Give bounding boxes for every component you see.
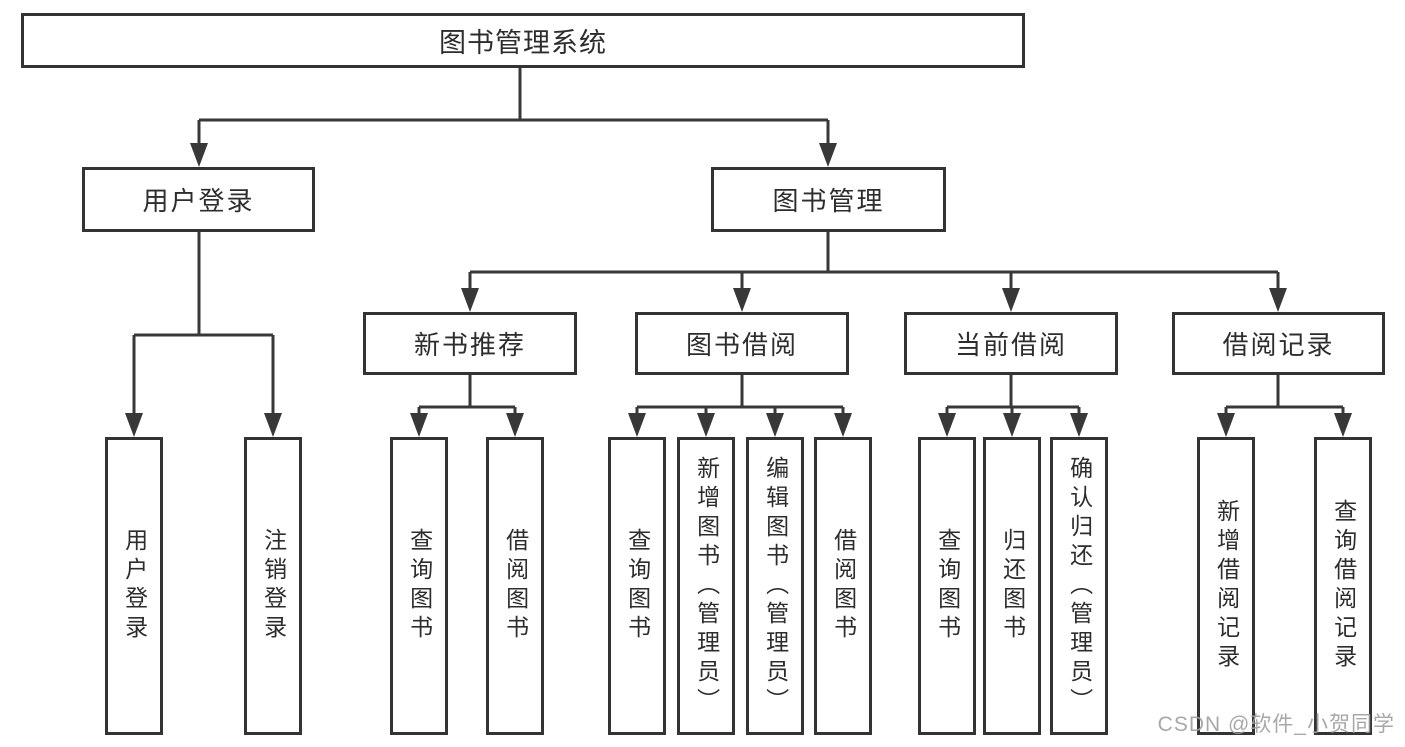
- leaf-label: 归还图书: [999, 528, 1026, 644]
- node-new-book-recommendation: 新书推荐: [363, 312, 577, 375]
- leaf-label: 查询借阅记录: [1330, 499, 1357, 673]
- leaf-label: 查询图书: [406, 528, 433, 644]
- leaf-label: 借阅图书: [502, 528, 529, 644]
- node-borrowing-records: 借阅记录: [1172, 312, 1385, 375]
- leaf-label: 用户登录: [121, 528, 148, 644]
- node-leaf-logout: 注销登录: [244, 437, 302, 735]
- leaf-label: 查询图书: [624, 528, 651, 644]
- node-leaf-query-books-current: 查询图书: [918, 437, 976, 735]
- node-leaf-edit-book-admin: 编辑图书（管理员）: [746, 437, 804, 735]
- leaf-label: 新增图书（管理员）: [693, 455, 720, 717]
- node-leaf-query-borrow-record: 查询借阅记录: [1314, 437, 1372, 735]
- node-current-borrowing: 当前借阅: [904, 312, 1118, 375]
- leaf-label: 查询图书: [934, 528, 961, 644]
- leaf-label: 注销登录: [260, 528, 287, 644]
- node-leaf-user-login: 用户登录: [105, 437, 163, 735]
- node-leaf-query-books-recommend: 查询图书: [390, 437, 448, 735]
- watermark: CSDN @软件_小贺同学: [1157, 713, 1395, 736]
- node-leaf-borrow-books: 借阅图书: [814, 437, 872, 735]
- node-leaf-query-books-borrow: 查询图书: [608, 437, 666, 735]
- node-leaf-add-borrow-record: 新增借阅记录: [1197, 437, 1255, 735]
- node-leaf-return-book: 归还图书: [983, 437, 1041, 735]
- node-leaf-confirm-return-admin: 确认归还（管理员）: [1050, 437, 1108, 735]
- node-leaf-add-book-admin: 新增图书（管理员）: [677, 437, 735, 735]
- node-book-borrowing: 图书借阅: [635, 312, 849, 375]
- leaf-label: 确认归还（管理员）: [1066, 455, 1093, 717]
- node-user-login: 用户登录: [82, 167, 315, 232]
- leaf-label: 编辑图书（管理员）: [762, 455, 789, 717]
- leaf-label: 借阅图书: [830, 528, 857, 644]
- node-book-management: 图书管理: [711, 167, 946, 232]
- leaf-label: 新增借阅记录: [1213, 499, 1240, 673]
- node-root: 图书管理系统: [21, 13, 1025, 68]
- node-leaf-borrow-books-recommend: 借阅图书: [486, 437, 544, 735]
